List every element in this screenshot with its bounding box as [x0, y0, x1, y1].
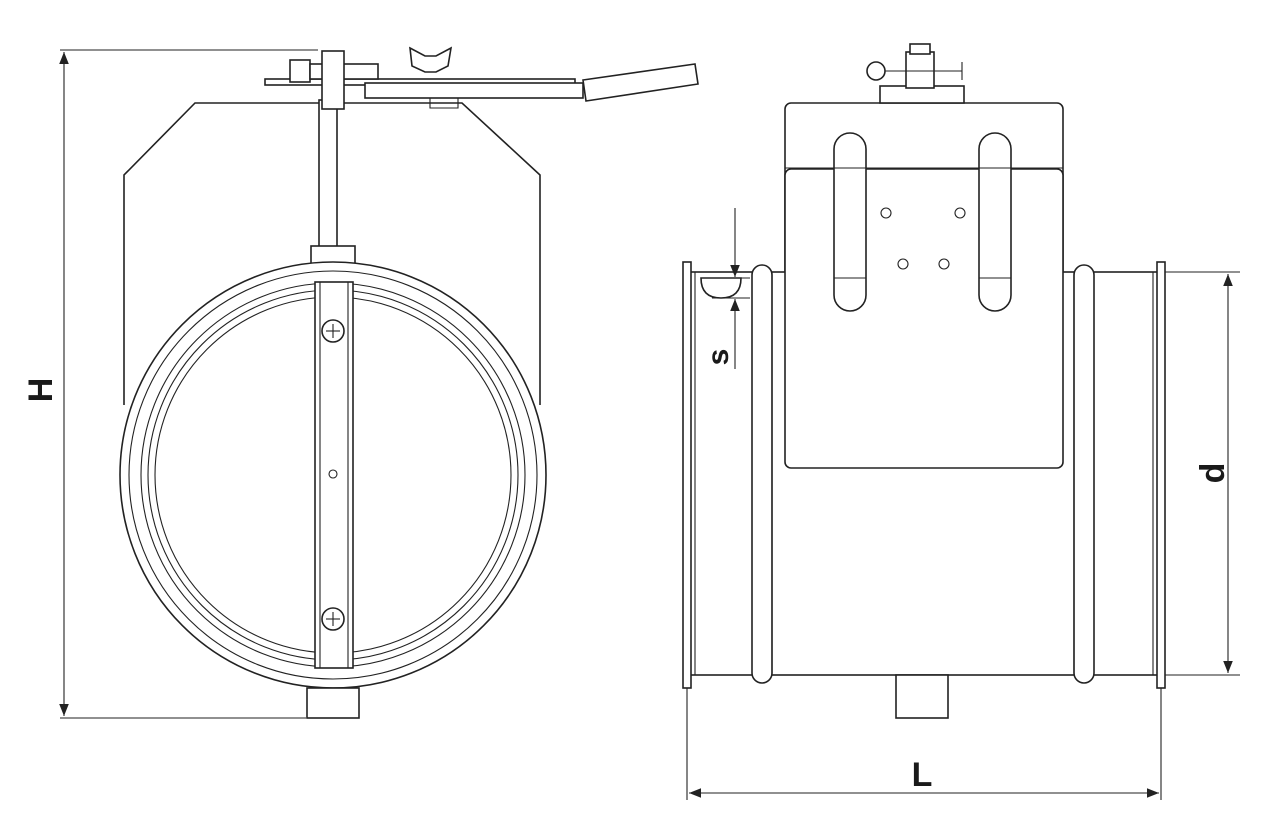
side-mech-post: [905, 51, 935, 89]
front-bolt-nut: [321, 50, 345, 110]
side-left-flange: [682, 261, 692, 689]
side-slot-right: [978, 132, 1012, 312]
side-hole-1: [880, 207, 892, 219]
dimension-l: L: [686, 688, 1162, 800]
side-hole-4: [938, 258, 950, 270]
front-bottom-screw: [321, 607, 345, 631]
side-right-rib: [1073, 264, 1095, 684]
side-mech-cap: [909, 43, 931, 55]
side-mech-nut: [866, 61, 886, 81]
side-box-front: [784, 168, 1064, 469]
dimension-l-label: L: [912, 756, 933, 794]
front-view: [119, 46, 699, 719]
side-hole-2: [954, 207, 966, 219]
front-bottom-stub: [306, 687, 360, 719]
front-top-screw: [321, 319, 345, 343]
side-view: [682, 43, 1166, 719]
front-handle-base: [364, 82, 584, 99]
front-shaft: [318, 99, 338, 249]
front-bolt-head: [289, 59, 311, 83]
front-center-pin: [328, 469, 338, 479]
side-bottom-stub: [895, 674, 949, 719]
side-left-rib: [751, 264, 773, 684]
dimension-h: H: [22, 49, 318, 719]
dimension-s: s: [702, 208, 750, 369]
dimension-h-label: H: [22, 378, 60, 403]
front-ring-2: [128, 270, 538, 680]
front-wing-nut: [409, 46, 453, 73]
front-blade-bar: [314, 281, 354, 669]
front-handle-lever: [582, 63, 699, 102]
side-right-flange: [1156, 261, 1166, 689]
dimension-d-label: d: [1194, 463, 1232, 484]
side-slot-left: [833, 132, 867, 312]
side-hole-3: [897, 258, 909, 270]
dimension-d: d: [1165, 271, 1240, 676]
dimension-s-label: s: [702, 349, 735, 366]
